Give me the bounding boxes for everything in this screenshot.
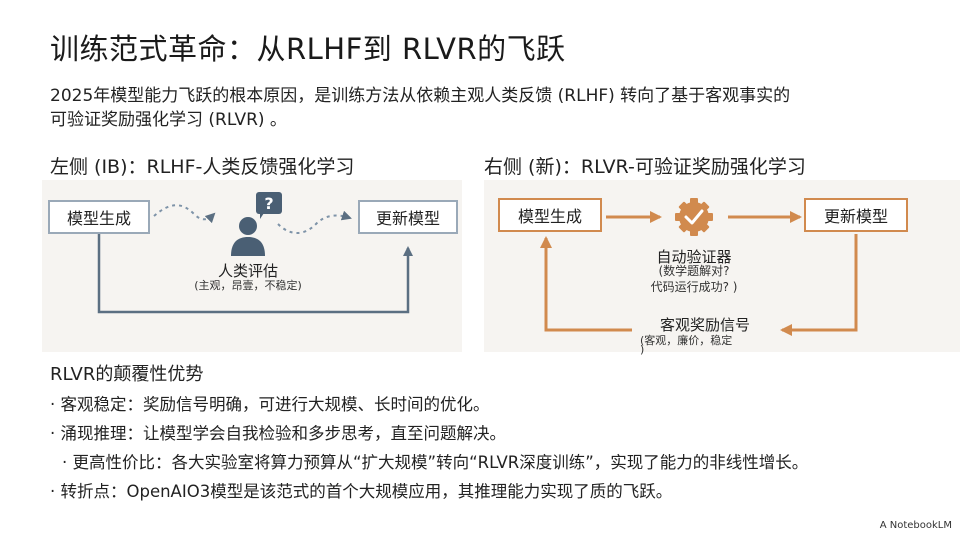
verifier-label: 自动验证器 xyxy=(656,248,732,266)
rlvr-connectors xyxy=(540,198,858,336)
advantage-item: · 更高性价比：各大实验室将算力预算从“扩大规模”转向“RLVR深度训练”，实现… xyxy=(62,453,809,472)
advantages-heading: RLVR的颠覆性优势 xyxy=(50,364,204,385)
verifier-note-1: (数学题解对? xyxy=(658,264,730,278)
reward-note-2: ) xyxy=(640,343,645,356)
advantages-list: · 客观稳定：奖励信号明确，可进行大规模、长时间的优化。 · 涌现推理：让模型学… xyxy=(50,390,920,506)
notebooklm-watermark: A NotebookLM xyxy=(879,520,952,531)
rlvr-diagram: 模型生成 更新模型 自动验证器 (数学题解对? 代码运行成功? ) 客观奖励信号… xyxy=(484,180,960,356)
human-eval-label: 人类评估 xyxy=(217,262,278,280)
rlhf-diagram: ? 模型生成 更新模型 人类评估 (主观，昂壹，不稳定) xyxy=(42,180,462,352)
intro-line-2: 可验证奖励强化学习 (RLVR) 。 xyxy=(50,110,287,130)
page-title: 训练范式革命：从RLHF到 RLVR的飞跃 xyxy=(50,32,566,66)
rlvr-update-box: 更新模型 xyxy=(804,198,908,232)
rlhf-update-box: 更新模型 xyxy=(358,200,458,234)
rlhf-update-label: 更新模型 xyxy=(375,209,440,228)
arrow-reward-to-generate xyxy=(540,236,632,332)
gear-check-icon xyxy=(675,198,713,236)
dotted-arrow-to-update xyxy=(277,210,352,234)
reward-label: 客观奖励信号 xyxy=(659,316,750,334)
advantage-item: · 客观稳定：奖励信号明确，可进行大规模、长时间的优化。 xyxy=(50,395,490,414)
advantage-item: · 涌现推理：让模型学会自我检验和多步思考，直至问题解决。 xyxy=(50,424,506,443)
advantage-item: · 转折点：OpenAIO3模型是该范式的首个大规模应用，其推理能力实现了质的飞… xyxy=(50,482,673,501)
left-panel-heading: 左侧 (IB)：RLHF-人类反馈强化学习 xyxy=(50,156,355,178)
arrow-update-to-reward xyxy=(780,234,858,336)
rlhf-generate-label: 模型生成 xyxy=(66,209,131,228)
rlvr-update-label: 更新模型 xyxy=(823,207,888,226)
feedback-loop-line xyxy=(97,234,413,314)
verifier-note-2: 代码运行成功? ) xyxy=(650,280,738,294)
rlhf-generate-box: 模型生成 xyxy=(48,200,150,234)
intro-line-1: 2025年模型能力飞跃的根本原因，是训练方法从依赖主观人类反馈 (RLHF) 转… xyxy=(50,86,791,106)
rlvr-generate-box: 模型生成 xyxy=(498,198,602,232)
rlhf-connectors: ? xyxy=(97,192,413,314)
rlvr-generate-label: 模型生成 xyxy=(517,207,582,226)
reward-note-1: (客观，廉价，稳定 xyxy=(640,334,733,347)
dotted-arrow-to-evaluator xyxy=(153,204,216,224)
person-question-icon: ? xyxy=(231,192,282,256)
human-eval-note: (主观，昂壹，不稳定) xyxy=(194,279,302,292)
intro-paragraph: 2025年模型能力飞跃的根本原因，是训练方法从依赖主观人类反馈 (RLHF) 转… xyxy=(50,84,910,132)
right-panel-heading: 右侧 (新)：RLVR-可验证奖励强化学习 xyxy=(484,156,806,178)
svg-text:?: ? xyxy=(264,194,273,213)
